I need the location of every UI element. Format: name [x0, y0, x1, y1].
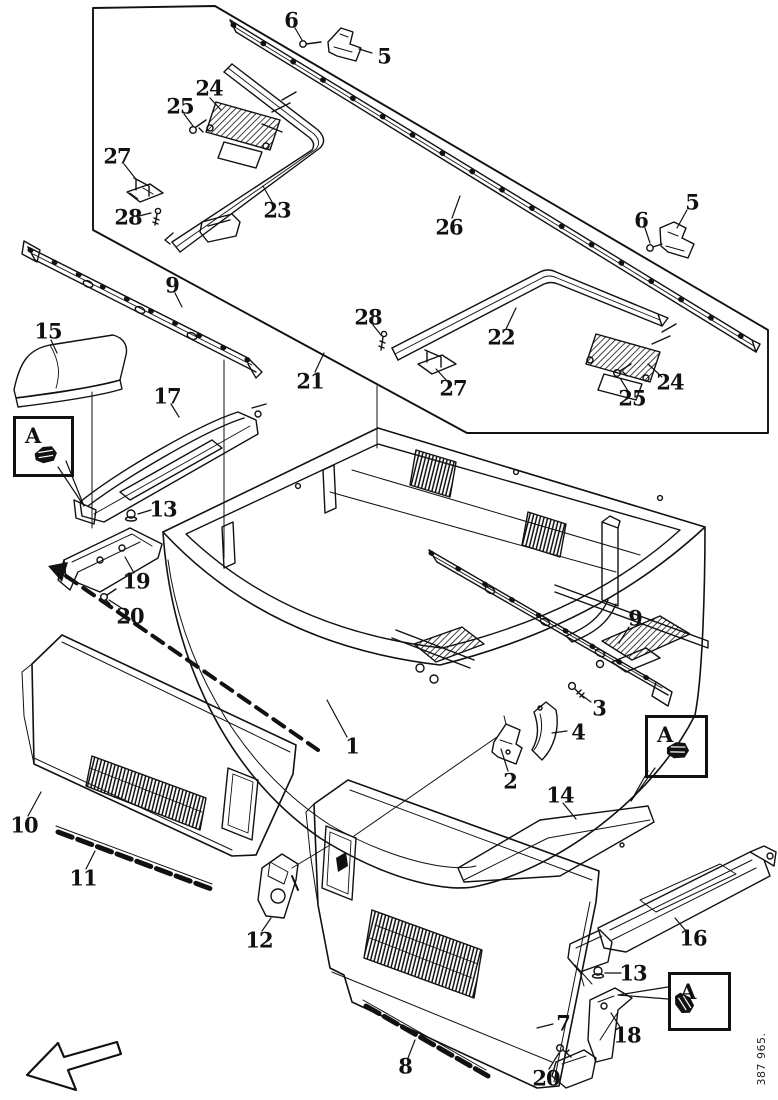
callout-3: 3 — [592, 695, 607, 721]
part-10-side-panel — [21, 634, 297, 857]
part-26-rail — [229, 19, 761, 353]
detail-letter: A — [657, 722, 674, 747]
callout-20: 20 — [532, 1065, 560, 1091]
part-8-trim-strip — [362, 999, 491, 1079]
part-24-latch-right — [585, 323, 677, 401]
part-23-rail — [164, 63, 325, 253]
bracket-foot-28-left — [199, 213, 241, 243]
part-24-latch-left — [205, 91, 297, 169]
callout-7: 7 — [556, 1010, 571, 1036]
screw-25-left — [188, 119, 207, 134]
callout-16: 16 — [679, 925, 707, 951]
callout-19: 19 — [122, 568, 150, 594]
callout-5: 5 — [377, 43, 392, 69]
callout-9: 9 — [165, 272, 180, 298]
part-2-bracket — [491, 715, 523, 765]
detail-box-A-2: A — [668, 972, 731, 1031]
callout-17: 17 — [153, 383, 181, 409]
callout-25: 25 — [618, 385, 646, 411]
callout-20: 20 — [116, 603, 144, 629]
callout-21: 21 — [296, 368, 324, 394]
callout-15: 15 — [34, 318, 62, 344]
callout-4: 4 — [571, 719, 586, 745]
callout-9: 9 — [628, 605, 643, 631]
detail-box-A-1: A — [645, 715, 708, 778]
callout-6: 6 — [284, 7, 299, 33]
callout-28: 28 — [114, 204, 142, 230]
callout-13: 13 — [149, 496, 177, 522]
callout-23: 23 — [263, 197, 291, 223]
clamp-27-right — [417, 349, 457, 375]
callout-14: 14 — [546, 782, 574, 808]
part-15-pad — [13, 334, 128, 408]
part-21-panel-outline — [92, 5, 769, 434]
bracket-5-top — [327, 27, 362, 62]
callout-11: 11 — [69, 865, 97, 891]
callout-10: 10 — [10, 812, 38, 838]
callout-6: 6 — [634, 207, 649, 233]
callout-1: 1 — [345, 733, 360, 759]
bracket-5-right — [659, 221, 695, 259]
part-4-bracket — [531, 701, 558, 761]
part-14-pad — [457, 805, 655, 883]
part-12-plate — [257, 853, 299, 919]
part-7-side-panel — [305, 779, 600, 1089]
screw-20-right — [556, 1043, 572, 1058]
callout-5: 5 — [685, 189, 700, 215]
callout-24: 24 — [195, 75, 223, 101]
part-22-rail — [391, 269, 669, 361]
screw-28-left — [152, 207, 162, 226]
callout-8: 8 — [398, 1053, 413, 1079]
callout-18: 18 — [613, 1022, 641, 1048]
nut-13-left — [124, 509, 138, 522]
part-16-bracket-trough — [567, 845, 777, 987]
alignment-lines — [91, 359, 498, 869]
part-17-bracket — [73, 403, 267, 525]
callout-25: 25 — [166, 93, 194, 119]
callout-2: 2 — [503, 768, 518, 794]
callout-27: 27 — [103, 143, 131, 169]
detail-box-A-0: A — [13, 416, 74, 477]
part-1-tray — [162, 427, 709, 889]
detail-box-pointers — [57, 460, 669, 1000]
detail-letter: A — [25, 423, 42, 448]
direction-arrow-icon — [25, 1040, 123, 1092]
part-18-bracket — [551, 987, 633, 1089]
callout-leader-lines — [27, 27, 688, 1070]
screw-28-right — [378, 330, 388, 351]
screw-6-right — [646, 243, 663, 252]
part-9-rail-left — [21, 240, 263, 379]
callout-26: 26 — [435, 214, 463, 240]
part-11-trim-strip — [55, 825, 217, 893]
part-9-rail-right — [428, 549, 673, 707]
detail-letter: A — [680, 979, 697, 1004]
figure-part-code: 387 965. — [755, 1032, 768, 1086]
callout-27: 27 — [439, 375, 467, 401]
callout-22: 22 — [487, 324, 515, 350]
callout-13: 13 — [619, 960, 647, 986]
nut-13-right — [591, 966, 605, 979]
screw-25-right — [613, 363, 632, 378]
callout-24: 24 — [656, 369, 684, 395]
clamp-27-left — [126, 177, 164, 203]
screw-6-top — [299, 40, 322, 48]
callout-28: 28 — [354, 304, 382, 330]
callout-12: 12 — [245, 927, 273, 953]
removal-direction-dashed-line — [48, 562, 320, 752]
